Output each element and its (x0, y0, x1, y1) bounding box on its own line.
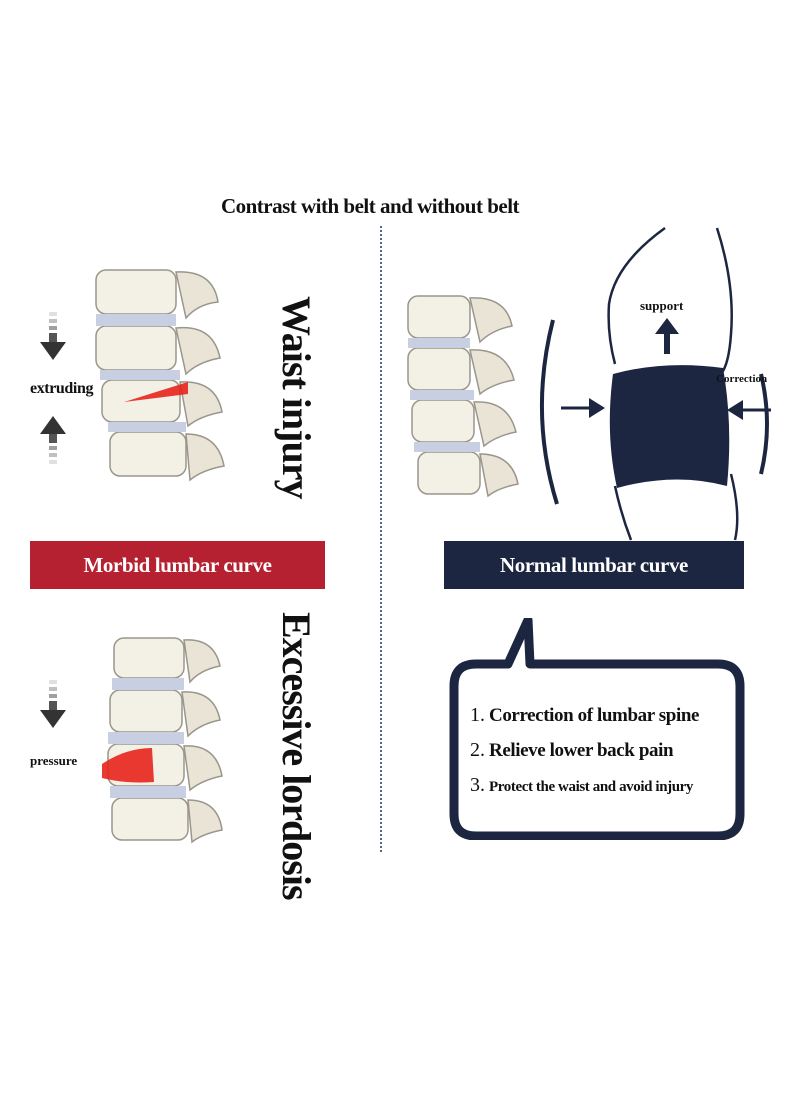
spine-illustration-bottom-left (102, 637, 223, 844)
waist-injury-text: Waist injury (274, 296, 319, 499)
list-number: 3. (470, 774, 485, 796)
list-item: 1. Correction of lumbar spine (470, 704, 740, 727)
list-text: Protect the waist and avoid injury (489, 779, 694, 795)
list-text: Correction of lumbar spine (489, 705, 700, 726)
down-arrow-icon (40, 312, 66, 360)
down-arrow-icon (40, 680, 66, 728)
spine-illustration-right (407, 295, 519, 498)
page-title: Contrast with belt and without belt (220, 194, 520, 218)
list-item: 2. Relieve lower back pain (470, 739, 740, 762)
waist-belt-illustration (539, 226, 771, 541)
support-label: support (640, 298, 684, 313)
up-arrow-icon (40, 416, 66, 464)
center-divider (380, 226, 382, 852)
list-number: 1. (470, 704, 485, 726)
benefits-list: 1. Correction of lumbar spine 2. Relieve… (470, 704, 740, 809)
normal-curve-banner: Normal lumbar curve (444, 541, 744, 589)
speech-bubble-icon (449, 618, 745, 840)
excessive-lordosis-text: Excessive lordosis (274, 612, 319, 900)
correction-label: Correction (716, 373, 768, 385)
extruding-label: extruding (30, 380, 94, 397)
list-text: Relieve lower back pain (489, 740, 674, 761)
morbid-curve-banner: Morbid lumbar curve (30, 541, 325, 589)
spine-illustration-top-left (95, 269, 225, 482)
pressure-label: pressure (30, 753, 78, 768)
list-item: 3. Protect the waist and avoid injury (470, 774, 740, 797)
list-number: 2. (470, 739, 485, 761)
